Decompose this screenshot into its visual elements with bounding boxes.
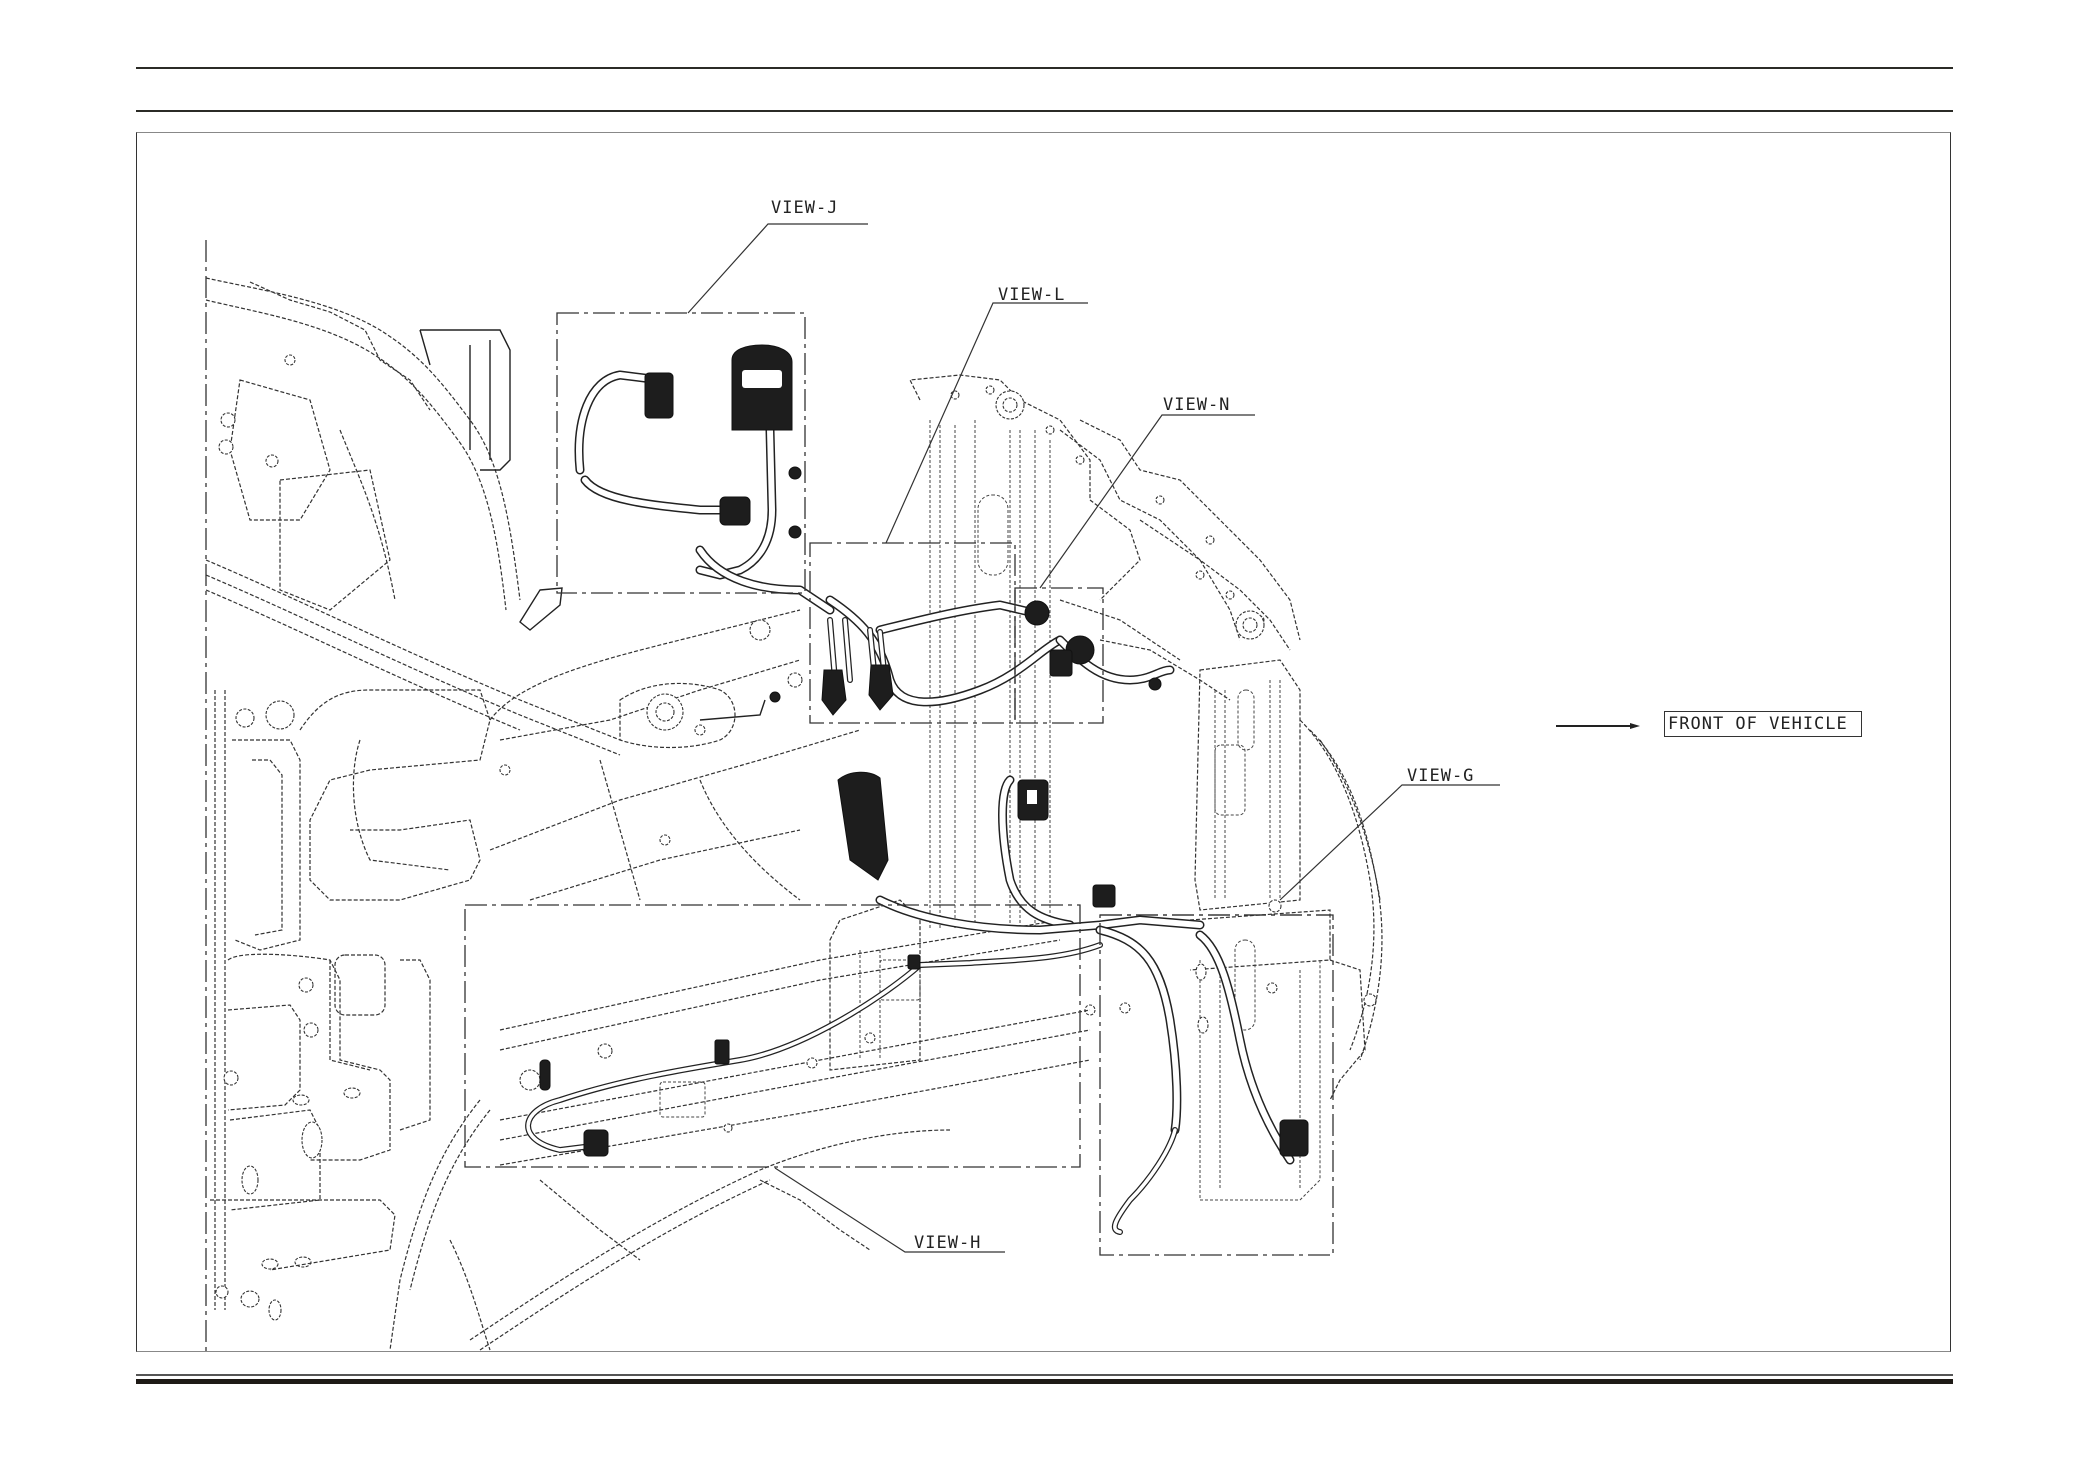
wiring-harness <box>419 329 1309 1235</box>
header-rule-top <box>136 67 1953 69</box>
leader-lines <box>687 223 1500 1253</box>
view-g-label: VIEW-G <box>1407 766 1475 786</box>
view-j-box <box>556 312 806 594</box>
header-rule-bottom <box>136 110 1953 112</box>
drawing-frame <box>136 132 1951 1352</box>
right-arrow-icon <box>1556 723 1640 729</box>
view-j-label: VIEW-J <box>771 198 839 218</box>
view-l-label: VIEW-L <box>998 285 1066 305</box>
view-boxes <box>464 312 1334 1256</box>
body-structure <box>205 277 1383 1351</box>
footer-rule-thin <box>136 1374 1953 1376</box>
front-of-vehicle-label: FRONT OF VEHICLE <box>1664 711 1862 737</box>
view-h-label: VIEW-H <box>914 1233 982 1253</box>
view-n-label: VIEW-N <box>1163 395 1231 415</box>
view-n-box <box>1014 587 1104 724</box>
view-h-box <box>464 904 1081 1168</box>
footer-rule-thick <box>136 1379 1953 1384</box>
